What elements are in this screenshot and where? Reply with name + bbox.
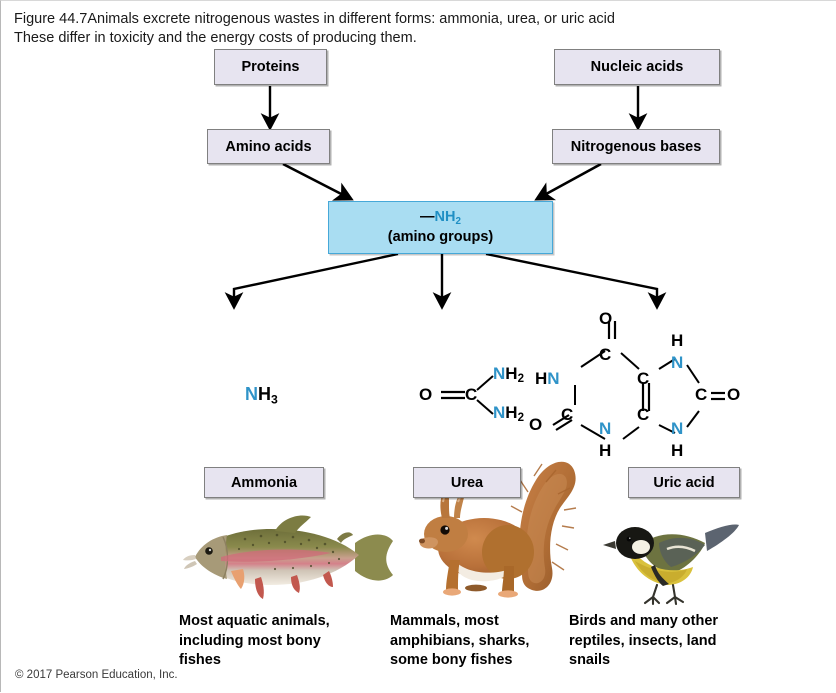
urea-oxygen: O <box>419 385 433 404</box>
animal-red-squirrel <box>419 461 577 598</box>
caption-uric-acid-line-3: snails <box>569 652 611 668</box>
amino-group-formula-dash: —NH <box>420 208 456 225</box>
formula-uric-acid <box>552 321 725 440</box>
urea-amine-top: NH2 <box>493 364 524 386</box>
caption-ammonia-line-2: including most bony <box>179 632 321 649</box>
uric-acid-right-carbon: C <box>695 385 708 404</box>
caption-ammonia-line-3: fishes <box>179 652 221 668</box>
caption-ammonia-line-1: Most aquatic animals, <box>179 613 330 629</box>
caption-urea: Mammals, most amphibians, sharks, some b… <box>390 612 570 671</box>
box-nitrogenous-bases-label: Nitrogenous bases <box>570 138 702 155</box>
figure-title: Figure 44.7Animals excrete nitrogenous w… <box>14 10 814 48</box>
uric-acid-right-nitrogen-top: N <box>671 353 684 372</box>
uric-acid-bottom-hydrogen: H <box>599 441 612 460</box>
uric-acid-right-oxygen: O <box>727 385 741 404</box>
arrow-amino-acids-to-hub <box>282 162 354 201</box>
caption-urea-line-1: Mammals, most <box>390 613 499 629</box>
box-amino-acids: Amino acids <box>207 129 330 164</box>
caption-ammonia: Most aquatic animals, including most bon… <box>179 612 364 671</box>
formula-urea <box>441 375 494 415</box>
figure-title-line-1: Figure 44.7Animals excrete nitrogenous w… <box>14 11 615 27</box>
box-nucleic-acids-label: Nucleic acids <box>590 59 684 75</box>
uric-acid-bottom-nitrogen: N <box>599 419 612 438</box>
amino-group-sublabel: (amino groups) <box>387 229 494 246</box>
ammonia-hydrogen: H <box>258 384 271 404</box>
ammonia-nitrogen: N <box>245 384 258 404</box>
uric-acid-fused-carbon-top: C <box>637 369 650 388</box>
uric-acid-left-hn: HN <box>535 369 560 388</box>
formula-ammonia: NH3 <box>245 384 278 406</box>
box-nucleic-acids: Nucleic acids <box>554 49 720 85</box>
uric-acid-right-hydrogen-bottom: H <box>671 441 684 460</box>
box-urea-label: Urea <box>450 474 484 491</box>
animal-rainbow-trout <box>183 515 393 599</box>
uric-acid-left-carbon: C <box>561 405 574 424</box>
box-proteins-label: Proteins <box>241 59 300 75</box>
uric-acid-right-hydrogen-top: H <box>671 331 684 350</box>
ammonia-sub: 3 <box>271 392 278 407</box>
box-nitrogenous-bases: Nitrogenous bases <box>552 129 720 164</box>
box-uric-acid-label: Uric acid <box>653 474 715 491</box>
copyright-notice: © 2017 Pearson Education, Inc. <box>15 669 178 681</box>
caption-uric-acid-line-1: Birds and many other <box>569 613 719 629</box>
arrow-bases-to-hub <box>534 162 602 201</box>
caption-uric-acid-line-2: reptiles, insects, land <box>569 632 717 649</box>
caption-uric-acid: Birds and many other reptiles, insects, … <box>569 612 754 671</box>
box-proteins: Proteins <box>214 49 327 85</box>
box-uric-acid: Uric acid <box>628 467 740 498</box>
arrow-hub-to-ammonia <box>224 252 399 310</box>
urea-carbon: C <box>465 385 478 404</box>
box-ammonia-label: Ammonia <box>230 474 298 491</box>
caption-urea-line-3: some bony fishes <box>390 652 513 668</box>
box-ammonia: Ammonia <box>204 467 324 498</box>
caption-urea-line-2: amphibians, sharks, <box>390 632 530 649</box>
box-urea: Urea <box>413 467 521 498</box>
uric-acid-top-oxygen: O <box>599 309 613 328</box>
figure-title-line-2: These differ in toxicity and the energy … <box>14 30 417 46</box>
box-amino-groups: —NH2 (amino groups) <box>328 201 553 254</box>
animal-great-tit-bird <box>603 524 739 606</box>
uric-acid-top-carbon: C <box>599 345 612 364</box>
arrow-hub-to-uric-acid <box>485 252 667 310</box>
urea-amine-bottom: NH2 <box>493 403 524 425</box>
amino-group-formula-sub: 2 <box>455 215 461 227</box>
amino-group-formula: —NH2 <box>420 209 461 230</box>
uric-acid-fused-carbon-bottom: C <box>637 405 650 424</box>
uric-acid-right-nitrogen-bottom: N <box>671 419 684 438</box>
box-amino-acids-label: Amino acids <box>225 138 312 155</box>
uric-acid-left-oxygen: O <box>529 415 543 434</box>
